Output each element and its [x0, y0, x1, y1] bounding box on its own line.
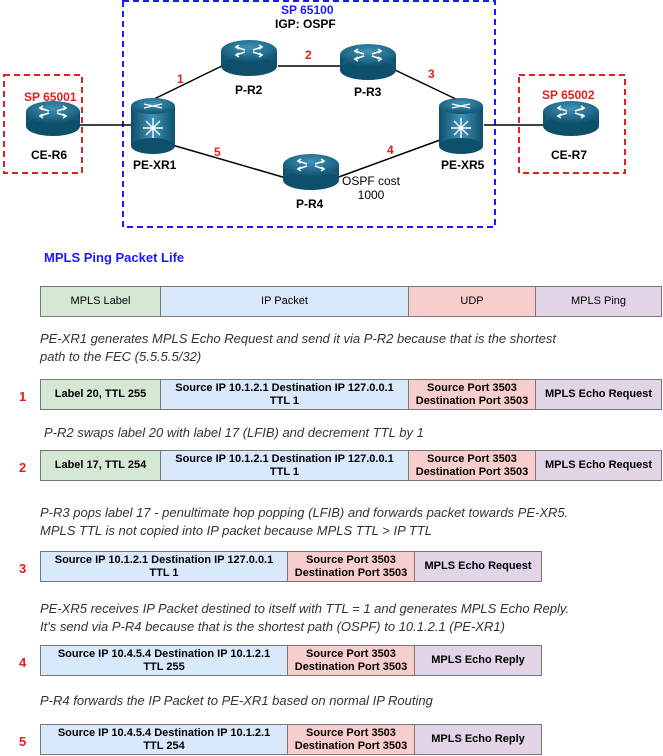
header-ip-packet: IP Packet	[160, 286, 409, 317]
router-pe-xr1-label: PE-XR1	[133, 158, 177, 172]
step-5-ip-packet: Source IP 10.4.5.4 Destination IP 10.1.2…	[40, 724, 288, 755]
router-p-r3-icon	[340, 44, 396, 80]
ospf-cost-label: OSPF cost 1000	[341, 174, 400, 202]
step-3-ip-packet: Source IP 10.1.2.1 Destination IP 127.0.…	[40, 551, 288, 582]
router-pe-xr1-icon	[131, 98, 175, 154]
step-1-description: PE-XR1 generates MPLS Echo Request and s…	[40, 331, 556, 364]
link-number-4: 4	[387, 143, 394, 157]
step-3-description: P-R3 pops label 17 - penultimate hop pop…	[40, 505, 569, 538]
topology-diagram	[3, 0, 626, 228]
link-number-2: 2	[305, 48, 312, 62]
step-2-mpls-label: Label 17, TTL 254	[40, 450, 161, 481]
step-2-udp: Source Port 3503 Destination Port 3503	[408, 450, 536, 481]
step-2-description: P-R2 swaps label 20 with label 17 (LFIB)…	[44, 425, 424, 440]
step-3-udp: Source Port 3503 Destination Port 3503	[287, 551, 415, 582]
router-p-r4-label: P-R4	[296, 197, 324, 211]
router-p-r2-label: P-R2	[235, 83, 263, 97]
sp-core-title: SP 65100	[281, 3, 334, 17]
step-1-udp: Source Port 3503 Destination Port 3503	[408, 379, 536, 410]
step-4-ip-packet: Source IP 10.4.5.4 Destination IP 10.1.2…	[40, 645, 288, 676]
sp-left-title: SP 65001	[24, 90, 77, 104]
sp-right-title: SP 65002	[542, 88, 595, 102]
link-number-3: 3	[428, 67, 435, 81]
link-pr4-pexr5	[335, 139, 441, 179]
link-number-5: 5	[214, 145, 221, 159]
header-udp: UDP	[408, 286, 536, 317]
router-p-r4-icon	[283, 154, 339, 190]
step-5-mpls-ping: MPLS Echo Reply	[414, 724, 542, 755]
step-4-number: 4	[19, 655, 27, 670]
step-2-mpls-ping: MPLS Echo Request	[535, 450, 662, 481]
router-pe-xr5-label: PE-XR5	[441, 158, 485, 172]
step-1-mpls-label: Label 20, TTL 255	[40, 379, 161, 410]
step-1-ip-packet: Source IP 10.1.2.1 Destination IP 127.0.…	[160, 379, 409, 410]
step-3-number: 3	[19, 561, 27, 576]
step-1-number: 1	[19, 389, 27, 404]
router-ce-r7-icon	[543, 101, 599, 136]
step-5-number: 5	[19, 734, 27, 749]
router-ce-r6-icon	[26, 101, 80, 136]
link-number-1: 1	[177, 72, 184, 86]
router-pe-xr5-icon	[439, 98, 483, 154]
header-mpls-label: MPLS Label	[40, 286, 161, 317]
step-2-number: 2	[19, 460, 27, 475]
step-5-udp: Source Port 3503 Destination Port 3503	[287, 724, 415, 755]
header-mpls-ping: MPLS Ping	[535, 286, 662, 317]
sp-right-boundary	[518, 74, 626, 174]
router-p-r2-icon	[221, 40, 277, 76]
link-pexr1-pr2	[149, 63, 227, 102]
router-p-r3-label: P-R3	[354, 85, 382, 99]
igp-label: IGP: OSPF	[275, 17, 336, 31]
link-pr3-pexr5	[394, 69, 461, 102]
step-2-ip-packet: Source IP 10.1.2.1 Destination IP 127.0.…	[160, 450, 409, 481]
packet-life-title: MPLS Ping Packet Life	[44, 250, 185, 265]
sp-left-boundary	[3, 74, 83, 174]
step-4-description: PE-XR5 receives IP Packet destined to it…	[40, 601, 570, 634]
router-ce-r6-label: CE-R6	[31, 148, 68, 162]
step-1-mpls-ping: MPLS Echo Request	[535, 379, 662, 410]
router-ce-r7-label: CE-R7	[551, 148, 588, 162]
link-pexr1-pr4	[154, 139, 287, 179]
step-5-description: P-R4 forwards the IP Packet to PE-XR1 ba…	[40, 693, 433, 708]
sp-core-boundary	[122, 0, 496, 228]
step-4-udp: Source Port 3503 Destination Port 3503	[287, 645, 415, 676]
step-3-mpls-ping: MPLS Echo Request	[414, 551, 542, 582]
step-4-mpls-ping: MPLS Echo Reply	[414, 645, 542, 676]
